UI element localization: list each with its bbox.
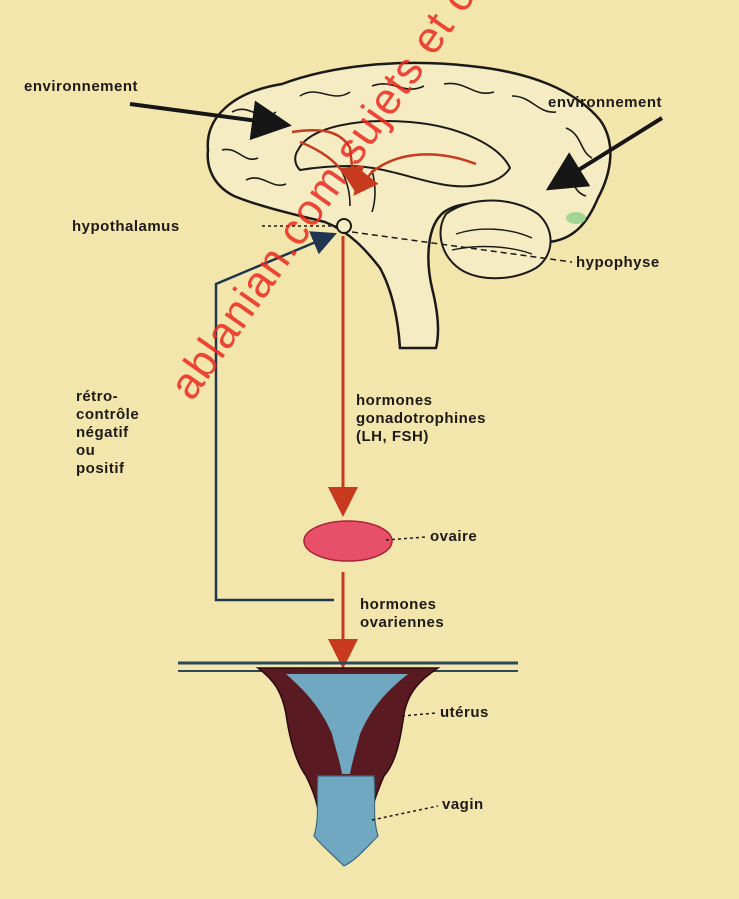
gonado-label-line3: (LH, FSH) [356, 428, 429, 446]
ovarian-label-line1: hormones [360, 596, 437, 614]
uterus-leader [402, 713, 436, 716]
hypophyse-label: hypophyse [576, 254, 660, 272]
gonado-label-line2: gonadotrophines [356, 410, 486, 428]
uterus-illustration [178, 663, 518, 866]
retro-label-line2: contrôle [76, 406, 139, 424]
retro-label-line4: ou [76, 442, 95, 460]
hypothalamus-label: hypothalamus [72, 218, 180, 236]
gonado-label-line1: hormones [356, 392, 433, 410]
retro-label-line3: négatif [76, 424, 129, 442]
retro-label-line5: positif [76, 460, 125, 478]
environment-left-label: environnement [24, 78, 138, 96]
uterus-label: utérus [440, 704, 489, 722]
ovaire-label: ovaire [430, 528, 477, 546]
vagin-label: vagin [442, 796, 484, 814]
ovarian-label-line2: ovariennes [360, 614, 444, 632]
ovary-shape [304, 521, 392, 561]
environment-right-label: environnement [548, 94, 662, 112]
retro-label-line1: rétro- [76, 388, 118, 406]
vagin-leader [372, 806, 438, 820]
